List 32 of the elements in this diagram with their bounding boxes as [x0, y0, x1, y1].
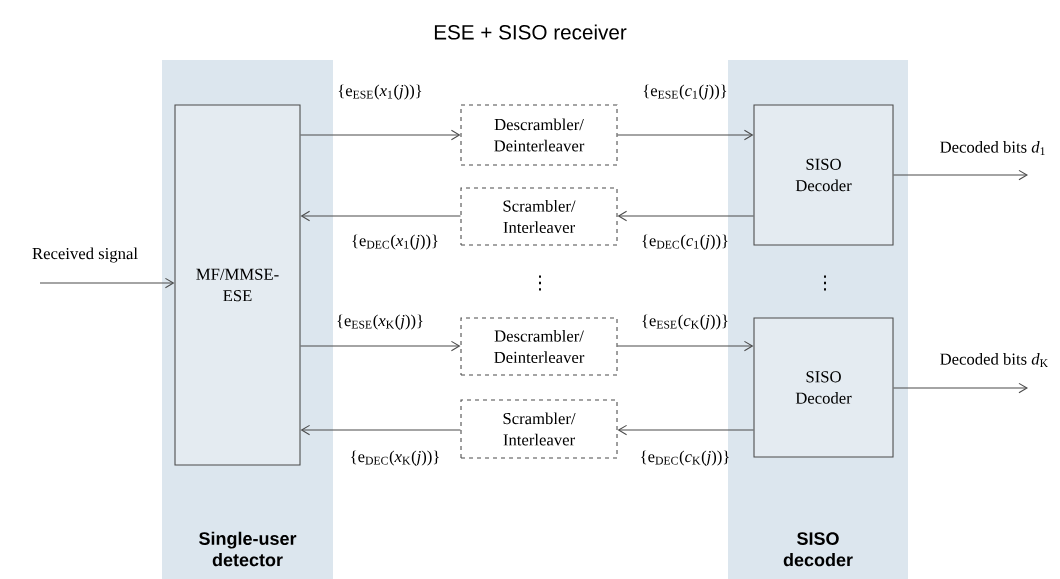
arrow	[893, 382, 1028, 394]
arrow	[300, 424, 461, 436]
arrow	[39, 277, 175, 289]
interleaver-box: Descrambler/ Deinterleaver	[460, 317, 618, 376]
block-box: MF/MMSE-ESE	[174, 104, 301, 466]
ellipsis: ⋮	[539, 275, 541, 291]
arrow	[300, 210, 461, 222]
edge-label: {e$_{DEC}$(c$_{K}$(j))}	[641, 450, 729, 466]
block-box: SISO Decoder	[753, 104, 894, 246]
edge-label: {e$_{DEC}$(x$_{1}$(j))}	[352, 234, 438, 250]
interleaver-box: Scrambler/ Interleaver	[460, 187, 618, 246]
edge-label: {e$_{ESE}$(x$_{K}$(j))}	[337, 314, 423, 330]
title: ESE + SISO receiver	[434, 24, 627, 40]
block-box: SISO Decoder	[753, 317, 894, 458]
edge-label: Decoded bits d$_{K}$	[940, 353, 1048, 367]
edge-label: {e$_{DEC}$(c$_{1}$(j))}	[642, 234, 728, 250]
arrow	[617, 129, 754, 141]
edge-label: {e$_{ESE}$(c$_{1}$(j))}	[643, 84, 727, 100]
arrow	[300, 340, 461, 352]
edge-label: {e$_{ESE}$(x$_{1}$(j))}	[338, 84, 422, 100]
edge-label: {e$_{ESE}$(c$_{K}$(j))}	[642, 314, 728, 330]
ellipsis: ⋮	[824, 275, 826, 291]
arrow	[300, 129, 461, 141]
edge-label: {e$_{DEC}$(x$_{K}$(j))}	[351, 450, 439, 466]
arrow	[617, 210, 754, 222]
interleaver-box: Scrambler/ Interleaver	[460, 399, 618, 459]
edge-label: Received signal	[32, 247, 138, 263]
arrow	[893, 169, 1028, 181]
arrow	[617, 424, 754, 436]
arrow	[617, 340, 754, 352]
interleaver-box: Descrambler/ Deinterleaver	[460, 104, 618, 166]
edge-label: Decoded bits d$_{1}$	[940, 141, 1045, 155]
